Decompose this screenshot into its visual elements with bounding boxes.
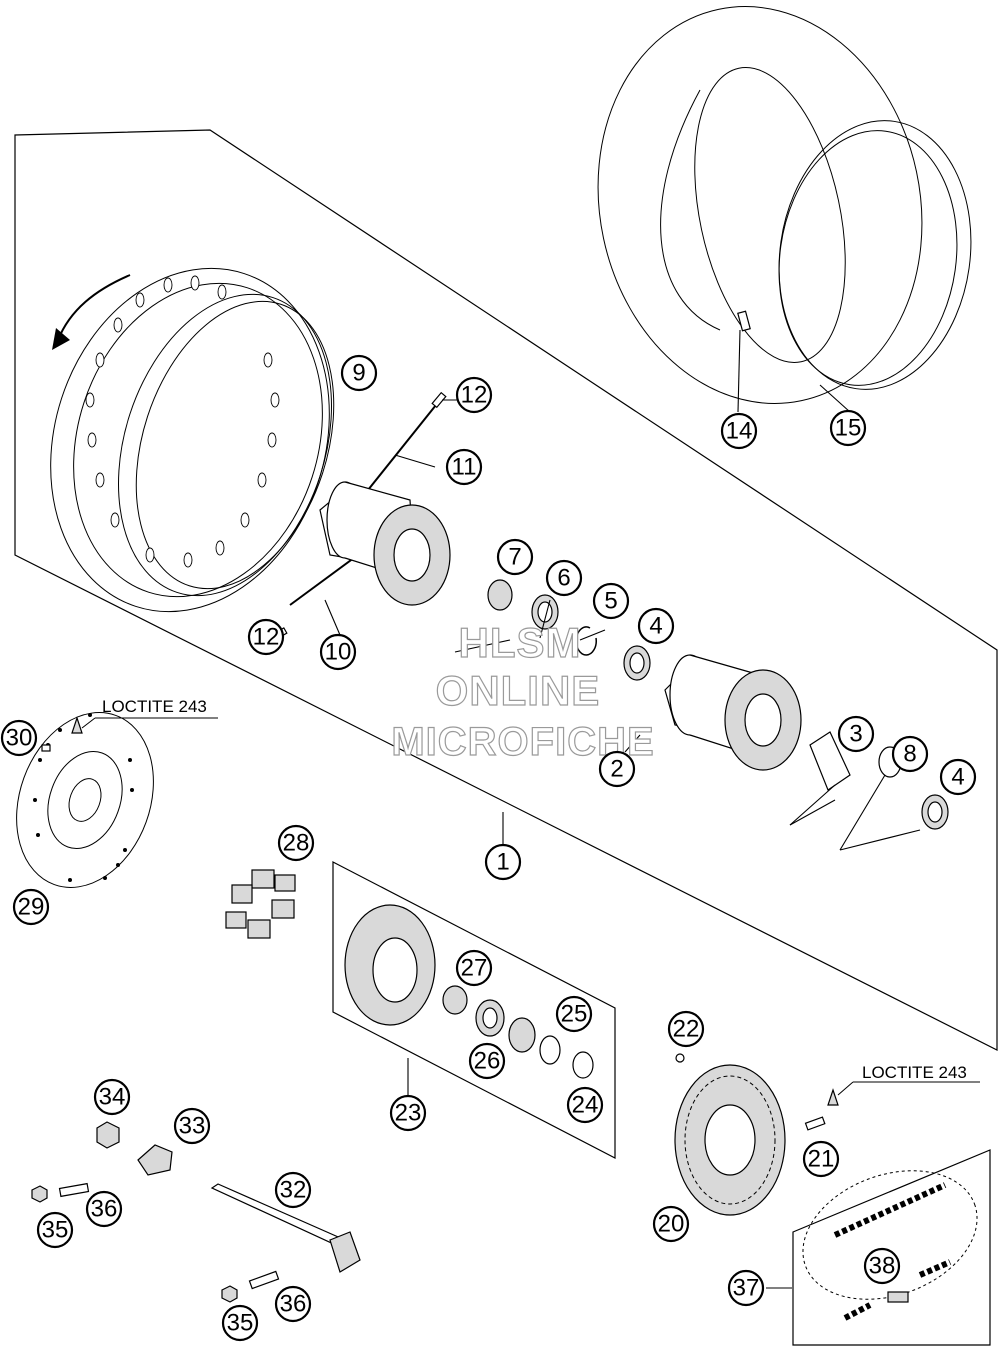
svg-text:36: 36 <box>91 1196 118 1223</box>
svg-text:34: 34 <box>99 1084 126 1111</box>
axle-drawing <box>210 1183 361 1273</box>
callout-2: 2 <box>598 750 636 788</box>
callout-28: 28 <box>277 824 315 862</box>
hub-lower-drawing <box>664 654 802 771</box>
svg-text:29: 29 <box>18 894 45 921</box>
callout-38: 38 <box>863 1247 901 1285</box>
svg-text:3: 3 <box>849 721 862 748</box>
callout-35-upper: 35 <box>36 1211 74 1249</box>
leader-lines <box>254 329 921 851</box>
svg-text:35: 35 <box>227 1310 254 1337</box>
svg-text:9: 9 <box>352 360 365 387</box>
nut-34-drawing <box>96 1121 120 1149</box>
tire-drawing <box>597 6 923 404</box>
callout-20: 20 <box>652 1205 690 1243</box>
chain-kit-box <box>792 1149 991 1346</box>
callout-1: 1 <box>484 843 522 881</box>
watermark-line-2: ONLINE <box>436 667 601 714</box>
callout-7: 7 <box>496 538 534 576</box>
callout-36-upper: 36 <box>85 1190 123 1228</box>
rim-band-drawing <box>778 120 972 390</box>
chain-drawing <box>802 1170 978 1321</box>
svg-text:37: 37 <box>733 1275 760 1302</box>
svg-text:5: 5 <box>604 588 617 615</box>
cush-rubbers-drawing <box>225 869 296 939</box>
callout-30: 30 <box>0 719 38 757</box>
callout-23: 23 <box>389 1094 427 1132</box>
callout-12-upper: 12 <box>455 376 493 414</box>
svg-text:7: 7 <box>508 544 521 571</box>
callout-33: 33 <box>173 1107 211 1145</box>
brake-disc-drawing <box>16 712 218 888</box>
callout-4-lower: 4 <box>939 758 977 796</box>
svg-text:25: 25 <box>561 1001 588 1028</box>
loctite-note-left: LOCTITE 243 <box>102 697 207 716</box>
loctite-note-right: LOCTITE 243 <box>862 1063 967 1082</box>
callout-34: 34 <box>93 1078 131 1116</box>
adjuster-33-drawing <box>137 1144 173 1176</box>
svg-text:12: 12 <box>461 382 488 409</box>
svg-text:11: 11 <box>452 454 477 481</box>
svg-text:32: 32 <box>280 1177 307 1204</box>
callout-11: 11 <box>445 448 483 486</box>
callout-5: 5 <box>592 582 630 620</box>
svg-text:23: 23 <box>395 1100 422 1127</box>
svg-text:20: 20 <box>658 1211 685 1238</box>
sprocket-drawing <box>674 1064 786 1216</box>
callout-29: 29 <box>12 888 50 926</box>
svg-text:1: 1 <box>496 849 509 876</box>
svg-text:14: 14 <box>726 418 753 445</box>
svg-text:4: 4 <box>649 613 662 640</box>
callout-27: 27 <box>455 949 493 987</box>
sprocket-carrier-drawing <box>344 904 594 1079</box>
watermark-line-1: HLSM <box>459 619 582 666</box>
svg-text:33: 33 <box>179 1113 206 1140</box>
svg-text:24: 24 <box>572 1092 599 1119</box>
svg-text:10: 10 <box>325 639 352 666</box>
callout-22: 22 <box>667 1010 705 1048</box>
sprocket-carrier-box <box>332 861 616 1159</box>
callout-6: 6 <box>545 559 583 597</box>
hub-upper-drawing <box>319 481 451 606</box>
svg-text:22: 22 <box>673 1016 700 1043</box>
callout-26: 26 <box>468 1042 506 1080</box>
svg-text:21: 21 <box>808 1146 835 1173</box>
callout-3: 3 <box>837 715 875 753</box>
svg-text:30: 30 <box>6 725 33 752</box>
spacer-7-drawing <box>487 579 513 611</box>
svg-text:2: 2 <box>610 756 623 783</box>
callout-37: 37 <box>727 1269 765 1307</box>
callout-4-upper: 4 <box>637 607 675 645</box>
circlip-5-drawing <box>575 626 597 656</box>
svg-text:38: 38 <box>869 1253 896 1280</box>
svg-text:28: 28 <box>283 830 310 857</box>
callout-8: 8 <box>891 735 929 773</box>
svg-text:15: 15 <box>835 415 862 442</box>
svg-text:12: 12 <box>253 624 280 651</box>
svg-text:35: 35 <box>42 1217 69 1244</box>
callout-12-lower: 12 <box>247 618 285 656</box>
svg-text:4: 4 <box>951 764 964 791</box>
wheel-assembly-outline <box>14 129 998 1051</box>
callout-24: 24 <box>566 1086 604 1124</box>
callout-36-lower: 36 <box>274 1285 312 1323</box>
svg-text:6: 6 <box>557 565 570 592</box>
callout-14: 14 <box>720 412 758 450</box>
svg-text:26: 26 <box>474 1048 501 1075</box>
callout-10: 10 <box>319 633 357 671</box>
svg-text:36: 36 <box>280 1291 307 1318</box>
rim-drawing <box>50 267 335 613</box>
callout-25: 25 <box>555 995 593 1033</box>
callout-15: 15 <box>829 409 867 447</box>
callout-35-lower: 35 <box>221 1304 259 1342</box>
callout-9: 9 <box>340 354 378 392</box>
callout-32: 32 <box>274 1171 312 1209</box>
svg-text:27: 27 <box>461 955 488 982</box>
callout-21: 21 <box>802 1140 840 1178</box>
svg-text:8: 8 <box>903 741 916 768</box>
spacer-3-drawing <box>809 731 851 791</box>
